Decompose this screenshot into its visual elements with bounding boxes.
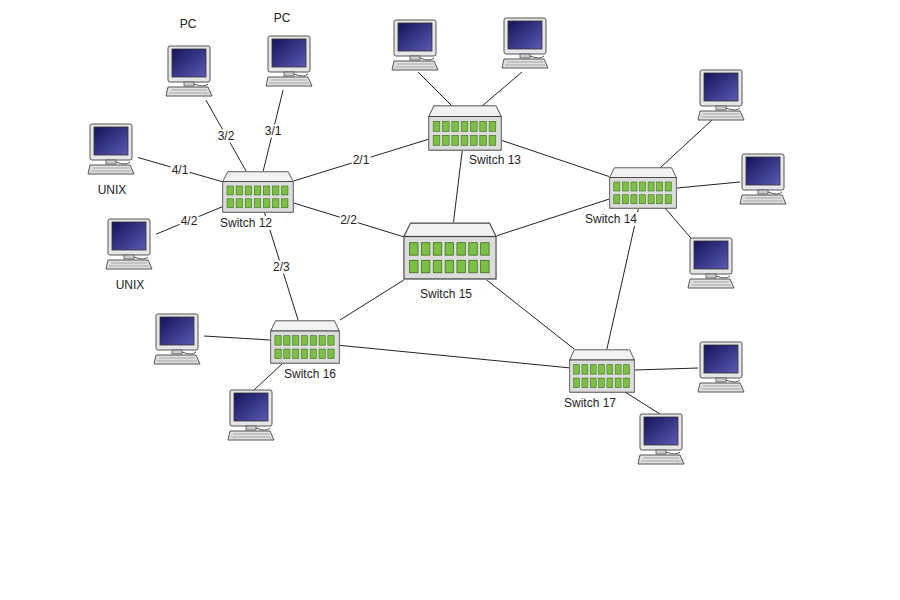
network-link: [340, 280, 404, 320]
host-computers: [154, 18, 786, 464]
host-label: UNIX: [114, 278, 147, 292]
switch-label: Switch 14: [583, 212, 639, 226]
switch-node: Switch 14: [609, 167, 677, 209]
switch-label: Switch 17: [562, 396, 618, 410]
switch-node: Switch 15: [403, 222, 497, 280]
switch-icon: [609, 167, 677, 209]
switch-icon: [403, 222, 497, 280]
network-link: [294, 203, 403, 237]
switch-label: Switch 16: [282, 367, 338, 381]
network-link: [607, 209, 638, 349]
host-label: PC: [178, 17, 199, 31]
computer-icon: [164, 44, 216, 100]
port-number: 2/2: [339, 213, 358, 226]
network-link: [156, 207, 222, 234]
computer-node: PC: [164, 44, 216, 100]
switch-icon: [270, 320, 340, 364]
switch-icon: [428, 105, 502, 151]
switch-node: Switch 12: [222, 171, 294, 213]
network-link: [294, 139, 428, 181]
switch-node: Switch 16: [270, 320, 340, 364]
switch-label: Switch 12: [218, 216, 274, 230]
switch-node: Switch 17: [569, 349, 635, 393]
computer-icon: [104, 217, 156, 273]
network-link: [138, 158, 222, 182]
host-label: UNIX: [96, 183, 129, 197]
port-number: 2/1: [352, 154, 371, 167]
network-link: [263, 90, 283, 171]
network-link: [454, 151, 463, 222]
computer-node: UNIX: [104, 217, 156, 273]
network-link: [206, 100, 246, 171]
port-number: 3/2: [217, 129, 236, 142]
computer-icon: [264, 34, 316, 90]
port-number: 4/1: [171, 163, 190, 176]
host-label: PC: [272, 11, 293, 25]
computer-icon: [86, 122, 138, 178]
host-wires: [204, 72, 740, 414]
switch-icon: [222, 171, 294, 213]
network-link: [340, 345, 569, 367]
network-link: [487, 280, 574, 349]
switch-icon: [569, 349, 635, 393]
switch-node: Switch 13: [428, 105, 502, 151]
port-number: 2/3: [272, 260, 291, 273]
computer-node: UNIX: [86, 122, 138, 178]
computer-node: PC: [264, 34, 316, 90]
port-number: 4/2: [180, 214, 199, 227]
switch-label: Switch 15: [418, 287, 474, 301]
port-number: 3/1: [264, 124, 283, 137]
switch-label: Switch 13: [467, 153, 523, 167]
